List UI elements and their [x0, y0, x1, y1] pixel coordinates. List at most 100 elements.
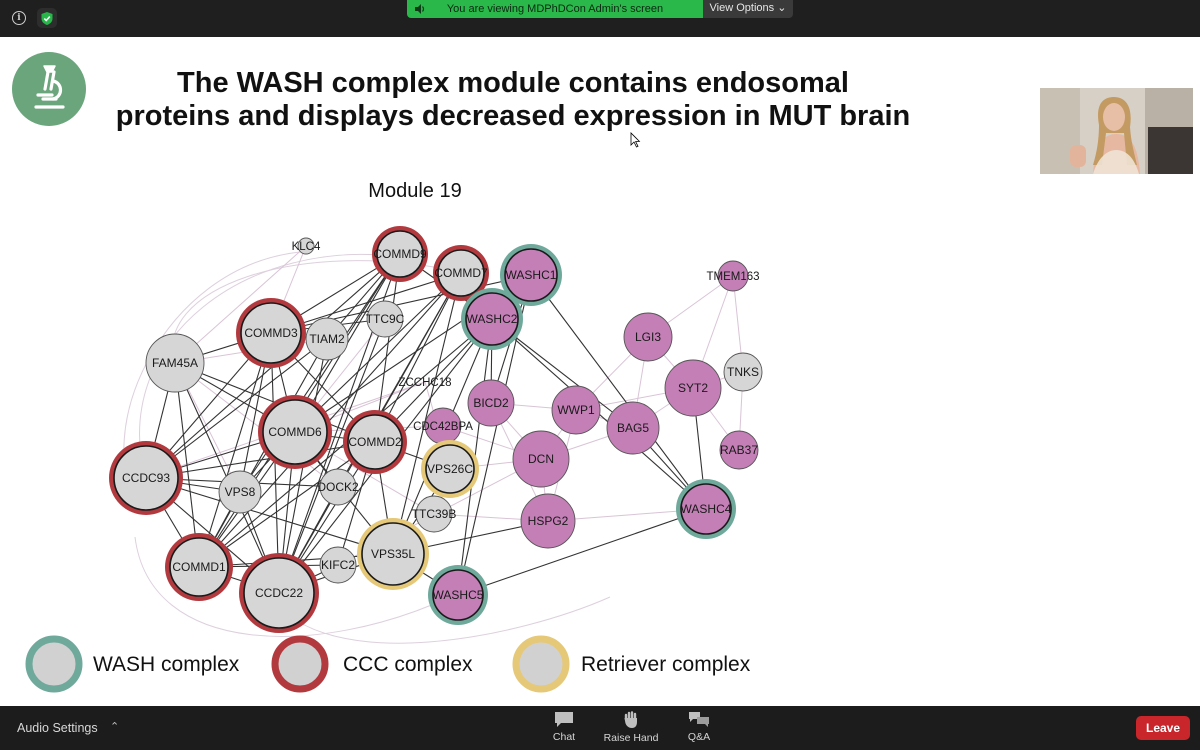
node-circle — [243, 557, 315, 629]
node-label: TNKS — [727, 365, 759, 379]
node-commd6: COMMD6 — [258, 395, 332, 469]
bottom-toolbar: Audio Settings ⌃ Chat Raise Hand Q&A Lea… — [0, 706, 1200, 750]
node-label: BICD2 — [473, 396, 509, 410]
node-washc2: WASHC2 — [461, 288, 523, 350]
node-commd7: COMMD7 — [433, 245, 489, 301]
node-wwp1: WWP1 — [551, 385, 601, 435]
node-washc4: WASHC4 — [676, 479, 736, 539]
raise-hand-button[interactable]: Raise Hand — [591, 711, 671, 744]
node-commd3: COMMD3 — [236, 298, 306, 368]
network-edge — [145, 477, 394, 555]
network-edge — [198, 441, 376, 568]
node-circle — [717, 260, 749, 292]
node-tmem163: TMEM163 — [706, 260, 760, 292]
network-edge — [145, 441, 376, 479]
node-label: VPS35L — [371, 547, 415, 561]
node-circle — [425, 444, 475, 494]
raise-hand-icon — [624, 711, 637, 728]
node-circle — [366, 300, 404, 338]
node-label: COMMD1 — [172, 560, 226, 574]
audio-settings-button[interactable]: Audio Settings — [17, 721, 98, 735]
node-circle — [113, 445, 179, 511]
node-ttc39b: TTC39B — [412, 495, 457, 533]
node-label: RAB37 — [720, 443, 758, 457]
network-edge — [392, 272, 462, 555]
qa-button[interactable]: Q&A — [659, 711, 739, 743]
node-label: TTC39B — [412, 507, 457, 521]
node-vps8: VPS8 — [218, 470, 262, 514]
node-label: VPS26C — [427, 462, 473, 476]
network-edge — [457, 508, 707, 596]
slide-canvas: The WASH complex module contains endosom… — [12, 52, 1193, 693]
node-label: TTC9C — [366, 312, 405, 326]
node-label: SYT2 — [678, 381, 708, 395]
node-tiam2: TIAM2 — [305, 317, 349, 361]
node-tnks: TNKS — [723, 352, 763, 392]
node-dock2: DOCK2 — [317, 468, 359, 506]
node-circle — [361, 522, 425, 586]
chat-button[interactable]: Chat — [524, 711, 604, 743]
node-circle — [347, 414, 403, 470]
slide-title-line-1: The WASH complex module contains endosom… — [177, 67, 849, 99]
legend-label-retriever: Retriever complex — [581, 653, 751, 676]
node-circle — [551, 385, 601, 435]
node-label: TMEM163 — [706, 271, 759, 283]
node-circle — [145, 333, 205, 393]
node-label: DCN — [528, 452, 554, 466]
raise-hand-label: Raise Hand — [603, 732, 659, 744]
encryption-shield-icon[interactable] — [37, 8, 57, 28]
legend: WASH complex CCC complex Retriever compl… — [25, 635, 751, 693]
node-circle — [512, 430, 570, 488]
chat-icon — [555, 712, 573, 727]
node-syt2: SYT2 — [664, 359, 722, 417]
node-circle — [680, 483, 732, 535]
qa-icon — [689, 712, 709, 727]
node-circle — [305, 317, 349, 361]
node-ccdc93: CCDC93 — [109, 441, 183, 515]
leave-button[interactable]: Leave — [1136, 716, 1190, 740]
node-circle — [623, 312, 673, 362]
presenter-video[interactable] — [1040, 88, 1193, 174]
node-label: COMMD3 — [244, 326, 298, 340]
node-circle — [319, 468, 357, 506]
node-circle — [415, 495, 453, 533]
network-edge — [145, 338, 328, 479]
chevron-down-icon: ⌄ — [777, 2, 787, 14]
node-bag5: BAG5 — [606, 401, 660, 455]
node-label: WASHC4 — [681, 502, 732, 516]
network-edge — [198, 338, 328, 568]
shared-slide: The WASH complex module contains endosom… — [0, 37, 1200, 706]
node-circle — [467, 379, 515, 427]
node-dcn: DCN — [512, 430, 570, 488]
node-label: FAM45A — [152, 356, 198, 370]
speaker-icon — [415, 4, 425, 14]
microscope-logo — [12, 52, 86, 126]
chevron-up-icon[interactable]: ⌃ — [110, 721, 120, 733]
slide-title-line-2: proteins and displays decreased expressi… — [116, 100, 911, 132]
node-commd2: COMMD2 — [343, 410, 407, 474]
node-commd1: COMMD1 — [165, 533, 233, 601]
view-options-label: View Options — [709, 2, 775, 14]
node-fam45a: FAM45A — [145, 333, 205, 393]
node-lgi3: LGI3 — [623, 312, 673, 362]
node-washc1: WASHC1 — [500, 244, 562, 306]
node-klc4: KLC4 — [292, 237, 321, 255]
node-label: DOCK2 — [317, 480, 359, 494]
node-label: WASHC1 — [506, 268, 557, 282]
node-ttc9c: TTC9C — [366, 300, 405, 338]
node-circle — [240, 302, 302, 364]
node-label: KIFC2 — [321, 558, 355, 572]
node-vps35l: VPS35L — [357, 518, 429, 590]
node-label: CCDC93 — [122, 471, 170, 485]
qa-label: Q&A — [687, 731, 711, 743]
node-circle — [520, 493, 576, 549]
view-options-menu[interactable]: View Options ⌄ — [703, 0, 793, 18]
meeting-info-icon[interactable]: i — [9, 8, 29, 28]
node-circle — [432, 569, 484, 621]
node-circle — [297, 237, 315, 255]
legend-label-ccc: CCC complex — [343, 653, 473, 676]
node-circle — [218, 470, 262, 514]
node-circle — [169, 537, 229, 597]
node-washc5: WASHC5 — [428, 565, 488, 625]
